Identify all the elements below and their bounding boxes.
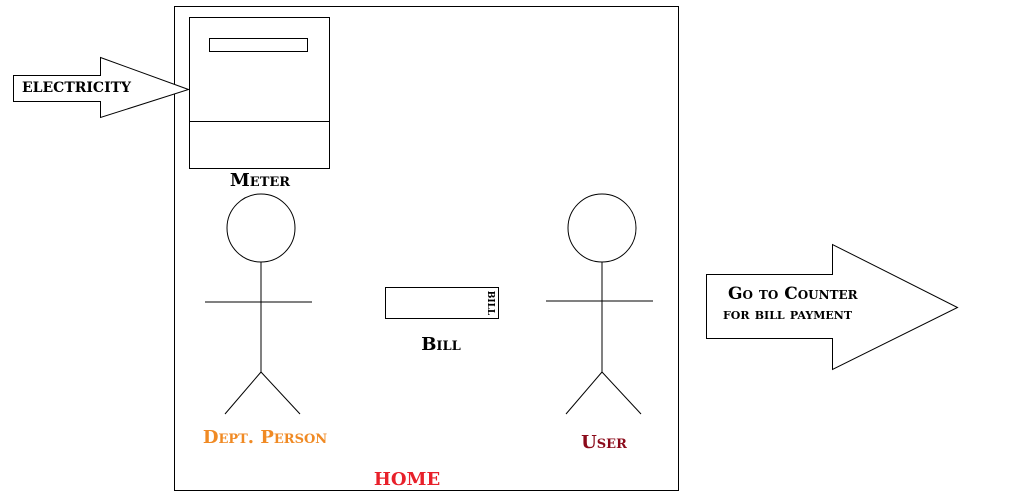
user-figure bbox=[546, 193, 653, 415]
meter bbox=[189, 17, 330, 169]
meter-display bbox=[209, 38, 308, 52]
dept-person-head bbox=[226, 193, 296, 263]
electricity-label: ELECTRICITY bbox=[22, 80, 132, 96]
counter-arrow bbox=[706, 243, 959, 371]
bill-label: Bill bbox=[421, 334, 461, 355]
dept-person-label: Dept. Person bbox=[203, 427, 327, 448]
home-boundary bbox=[174, 6, 679, 491]
dept-person-right-leg bbox=[260, 371, 301, 415]
user-label: User bbox=[581, 432, 627, 453]
meter-label: Meter bbox=[230, 170, 290, 191]
home-label: HOME bbox=[374, 469, 440, 490]
user-right-leg bbox=[601, 371, 642, 415]
user-left-leg bbox=[565, 371, 603, 415]
bill-slip bbox=[385, 287, 499, 319]
dept-person-left-leg bbox=[224, 371, 262, 415]
bill-tag: BILL bbox=[485, 291, 495, 316]
counter-label-line1: Go to Counter bbox=[728, 284, 859, 304]
user-head bbox=[567, 193, 637, 263]
dept-person-figure bbox=[205, 193, 312, 415]
electricity-arrow bbox=[13, 56, 191, 119]
counter-label-line2: for bill payment bbox=[723, 305, 853, 323]
